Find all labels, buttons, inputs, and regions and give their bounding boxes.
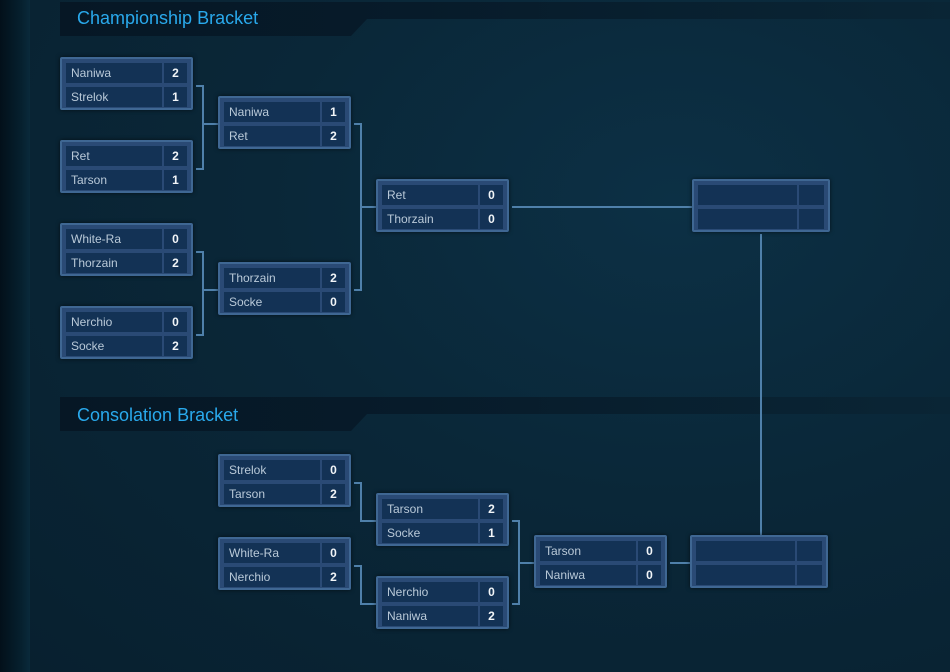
player-name: Tarson — [224, 484, 322, 504]
player-name: Socke — [66, 336, 164, 356]
connector-line — [202, 123, 220, 125]
player-score — [799, 185, 824, 205]
player-name: Naniwa — [540, 565, 638, 585]
player-name: Naniwa — [224, 102, 322, 122]
player-score: 0 — [638, 541, 661, 561]
player-name: Ret — [224, 126, 322, 146]
connector-line — [670, 562, 692, 564]
player-score: 1 — [164, 170, 187, 190]
player-name: Socke — [224, 292, 322, 312]
player-score: 0 — [164, 229, 187, 249]
connector-line — [202, 85, 204, 170]
connector-line — [354, 565, 362, 567]
player-name — [698, 209, 799, 229]
player-name: White-Ra — [224, 543, 322, 563]
player-name: Naniwa — [382, 606, 480, 626]
player-score: 1 — [322, 102, 345, 122]
player-score: 2 — [480, 499, 503, 519]
player-name: Nerchio — [66, 312, 164, 332]
player-score: 2 — [322, 268, 345, 288]
player-score: 0 — [480, 582, 503, 602]
player-score — [797, 565, 822, 585]
player-score: 2 — [164, 63, 187, 83]
consolation-bracket-title: Consolation Bracket — [77, 405, 239, 425]
player-name — [696, 541, 797, 561]
connector-line — [196, 85, 204, 87]
connector-line — [354, 123, 362, 125]
connector-line — [360, 603, 378, 605]
left-sidebar-edge — [0, 0, 31, 672]
player-score: 0 — [322, 460, 345, 480]
player-name: Ret — [66, 146, 164, 166]
player-name: Strelok — [66, 87, 164, 107]
player-name: Thorzain — [382, 209, 480, 229]
match-card-cons-result[interactable] — [690, 535, 828, 588]
player-name — [696, 565, 797, 585]
player-score: 0 — [638, 565, 661, 585]
player-name: Socke — [382, 523, 480, 543]
player-score: 2 — [322, 567, 345, 587]
connector-line — [202, 289, 220, 291]
player-name: Ret — [382, 185, 480, 205]
connector-line — [196, 251, 204, 253]
player-name: Thorzain — [66, 253, 164, 273]
connector-line — [360, 482, 362, 520]
connector-line — [354, 482, 362, 484]
player-score: 2 — [164, 253, 187, 273]
player-name: Thorzain — [224, 268, 322, 288]
connector-line — [760, 234, 762, 537]
player-name: Tarson — [66, 170, 164, 190]
player-name: Nerchio — [224, 567, 322, 587]
player-score: 0 — [322, 292, 345, 312]
player-name: White-Ra — [66, 229, 164, 249]
player-score: 0 — [322, 543, 345, 563]
connector-line — [360, 565, 362, 603]
player-score — [799, 209, 824, 229]
player-score: 0 — [480, 209, 503, 229]
connector-line — [518, 562, 536, 564]
player-name: Tarson — [540, 541, 638, 561]
player-name: Strelok — [224, 460, 322, 480]
championship-bracket-title: Championship Bracket — [77, 8, 259, 28]
player-name: Tarson — [382, 499, 480, 519]
match-card-grand-final[interactable] — [692, 179, 830, 232]
connector-line — [512, 603, 520, 605]
connector-line — [360, 520, 378, 522]
player-score: 2 — [322, 126, 345, 146]
connector-line — [354, 289, 362, 291]
player-name: Nerchio — [382, 582, 480, 602]
player-name: Naniwa — [66, 63, 164, 83]
connector-line — [360, 206, 378, 208]
player-score: 2 — [164, 336, 187, 356]
connector-line — [512, 206, 694, 208]
player-name — [698, 185, 799, 205]
player-score: 1 — [480, 523, 503, 543]
connector-line — [196, 168, 204, 170]
player-score — [797, 541, 822, 561]
connector-line — [196, 334, 204, 336]
player-score: 2 — [480, 606, 503, 626]
player-score: 2 — [322, 484, 345, 504]
player-score: 2 — [164, 146, 187, 166]
connector-line — [202, 251, 204, 336]
player-score: 1 — [164, 87, 187, 107]
player-score: 0 — [480, 185, 503, 205]
player-score: 0 — [164, 312, 187, 332]
connector-line — [512, 520, 520, 522]
